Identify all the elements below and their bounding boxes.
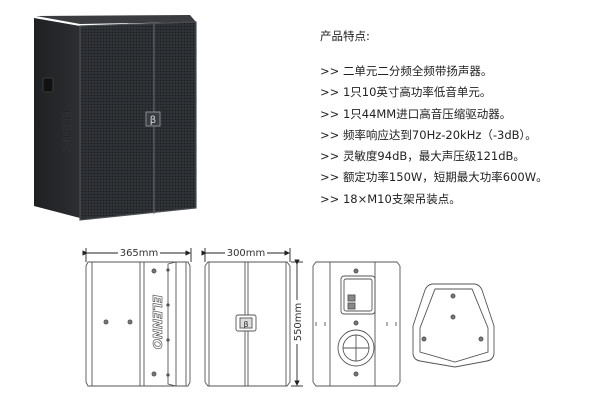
front-width-label: 300mm xyxy=(227,248,266,259)
side-view-drawing: 365mm ELENNO xyxy=(82,246,192,387)
side-brand-text: ELENNO xyxy=(60,110,73,155)
feature-text: 灵敏度94dB，最大声压级121dB。 xyxy=(342,149,525,164)
feature-text: 18×M10支架吊装点。 xyxy=(342,191,461,206)
features-title: 产品特点: xyxy=(320,29,370,43)
bullet-marker: >> xyxy=(320,106,340,121)
top-view-drawing xyxy=(412,283,495,368)
speaker-cabinet-image: ELENNO β xyxy=(34,15,197,221)
speaker-photo: ELENNO β xyxy=(30,10,200,222)
height-label: 550mm xyxy=(293,303,304,342)
front-view-drawing: 300mm β 550mm xyxy=(201,246,304,387)
feature-item: >> 二单元二分频全频带扬声器。 xyxy=(320,61,590,82)
feature-item: >> 1只10英寸高功率低音单元。 xyxy=(320,82,590,103)
bullet-marker: >> xyxy=(320,170,340,185)
feature-text: 频率响应达到70Hz-20kHz（-3dB）。 xyxy=(342,127,537,142)
front-logo-icon: β xyxy=(243,320,248,329)
feature-text: 1只10英寸高功率低音单元。 xyxy=(342,85,492,100)
bullet-marker: >> xyxy=(320,127,340,142)
feature-text: 二单元二分频全频带扬声器。 xyxy=(342,64,493,78)
rear-view-drawing xyxy=(312,261,401,387)
bullet-marker: >> xyxy=(320,149,340,164)
feature-item: >> 1只44MM进口高音压缩驱动器。 xyxy=(320,104,590,125)
feature-text: 1只44MM进口高音压缩驱动器。 xyxy=(342,106,512,121)
feature-item: >> 额定功率150W，短期最大功率600W。 xyxy=(320,167,590,188)
technical-drawings: 365mm ELENNO 300mm xyxy=(0,230,600,400)
bullet-marker: >> xyxy=(320,191,340,206)
feature-item: >> 灵敏度94dB，最大声压级121dB。 xyxy=(320,146,590,167)
brand-logo-icon: β xyxy=(150,115,156,126)
side-width-label: 365mm xyxy=(120,248,159,259)
feature-item: >> 频率响应达到70Hz-20kHz（-3dB）。 xyxy=(320,125,590,146)
feature-list: 产品特点: >> 二单元二分频全频带扬声器。 >> 1只10英寸高功率低音单元。… xyxy=(320,28,590,210)
bullet-marker: >> xyxy=(320,64,340,78)
feature-item: >> 18×M10支架吊装点。 xyxy=(320,189,590,210)
feature-text: 额定功率150W，短期最大功率600W。 xyxy=(342,170,548,185)
bullet-marker: >> xyxy=(320,85,340,100)
side-brand-outline: ELENNO xyxy=(150,295,164,349)
